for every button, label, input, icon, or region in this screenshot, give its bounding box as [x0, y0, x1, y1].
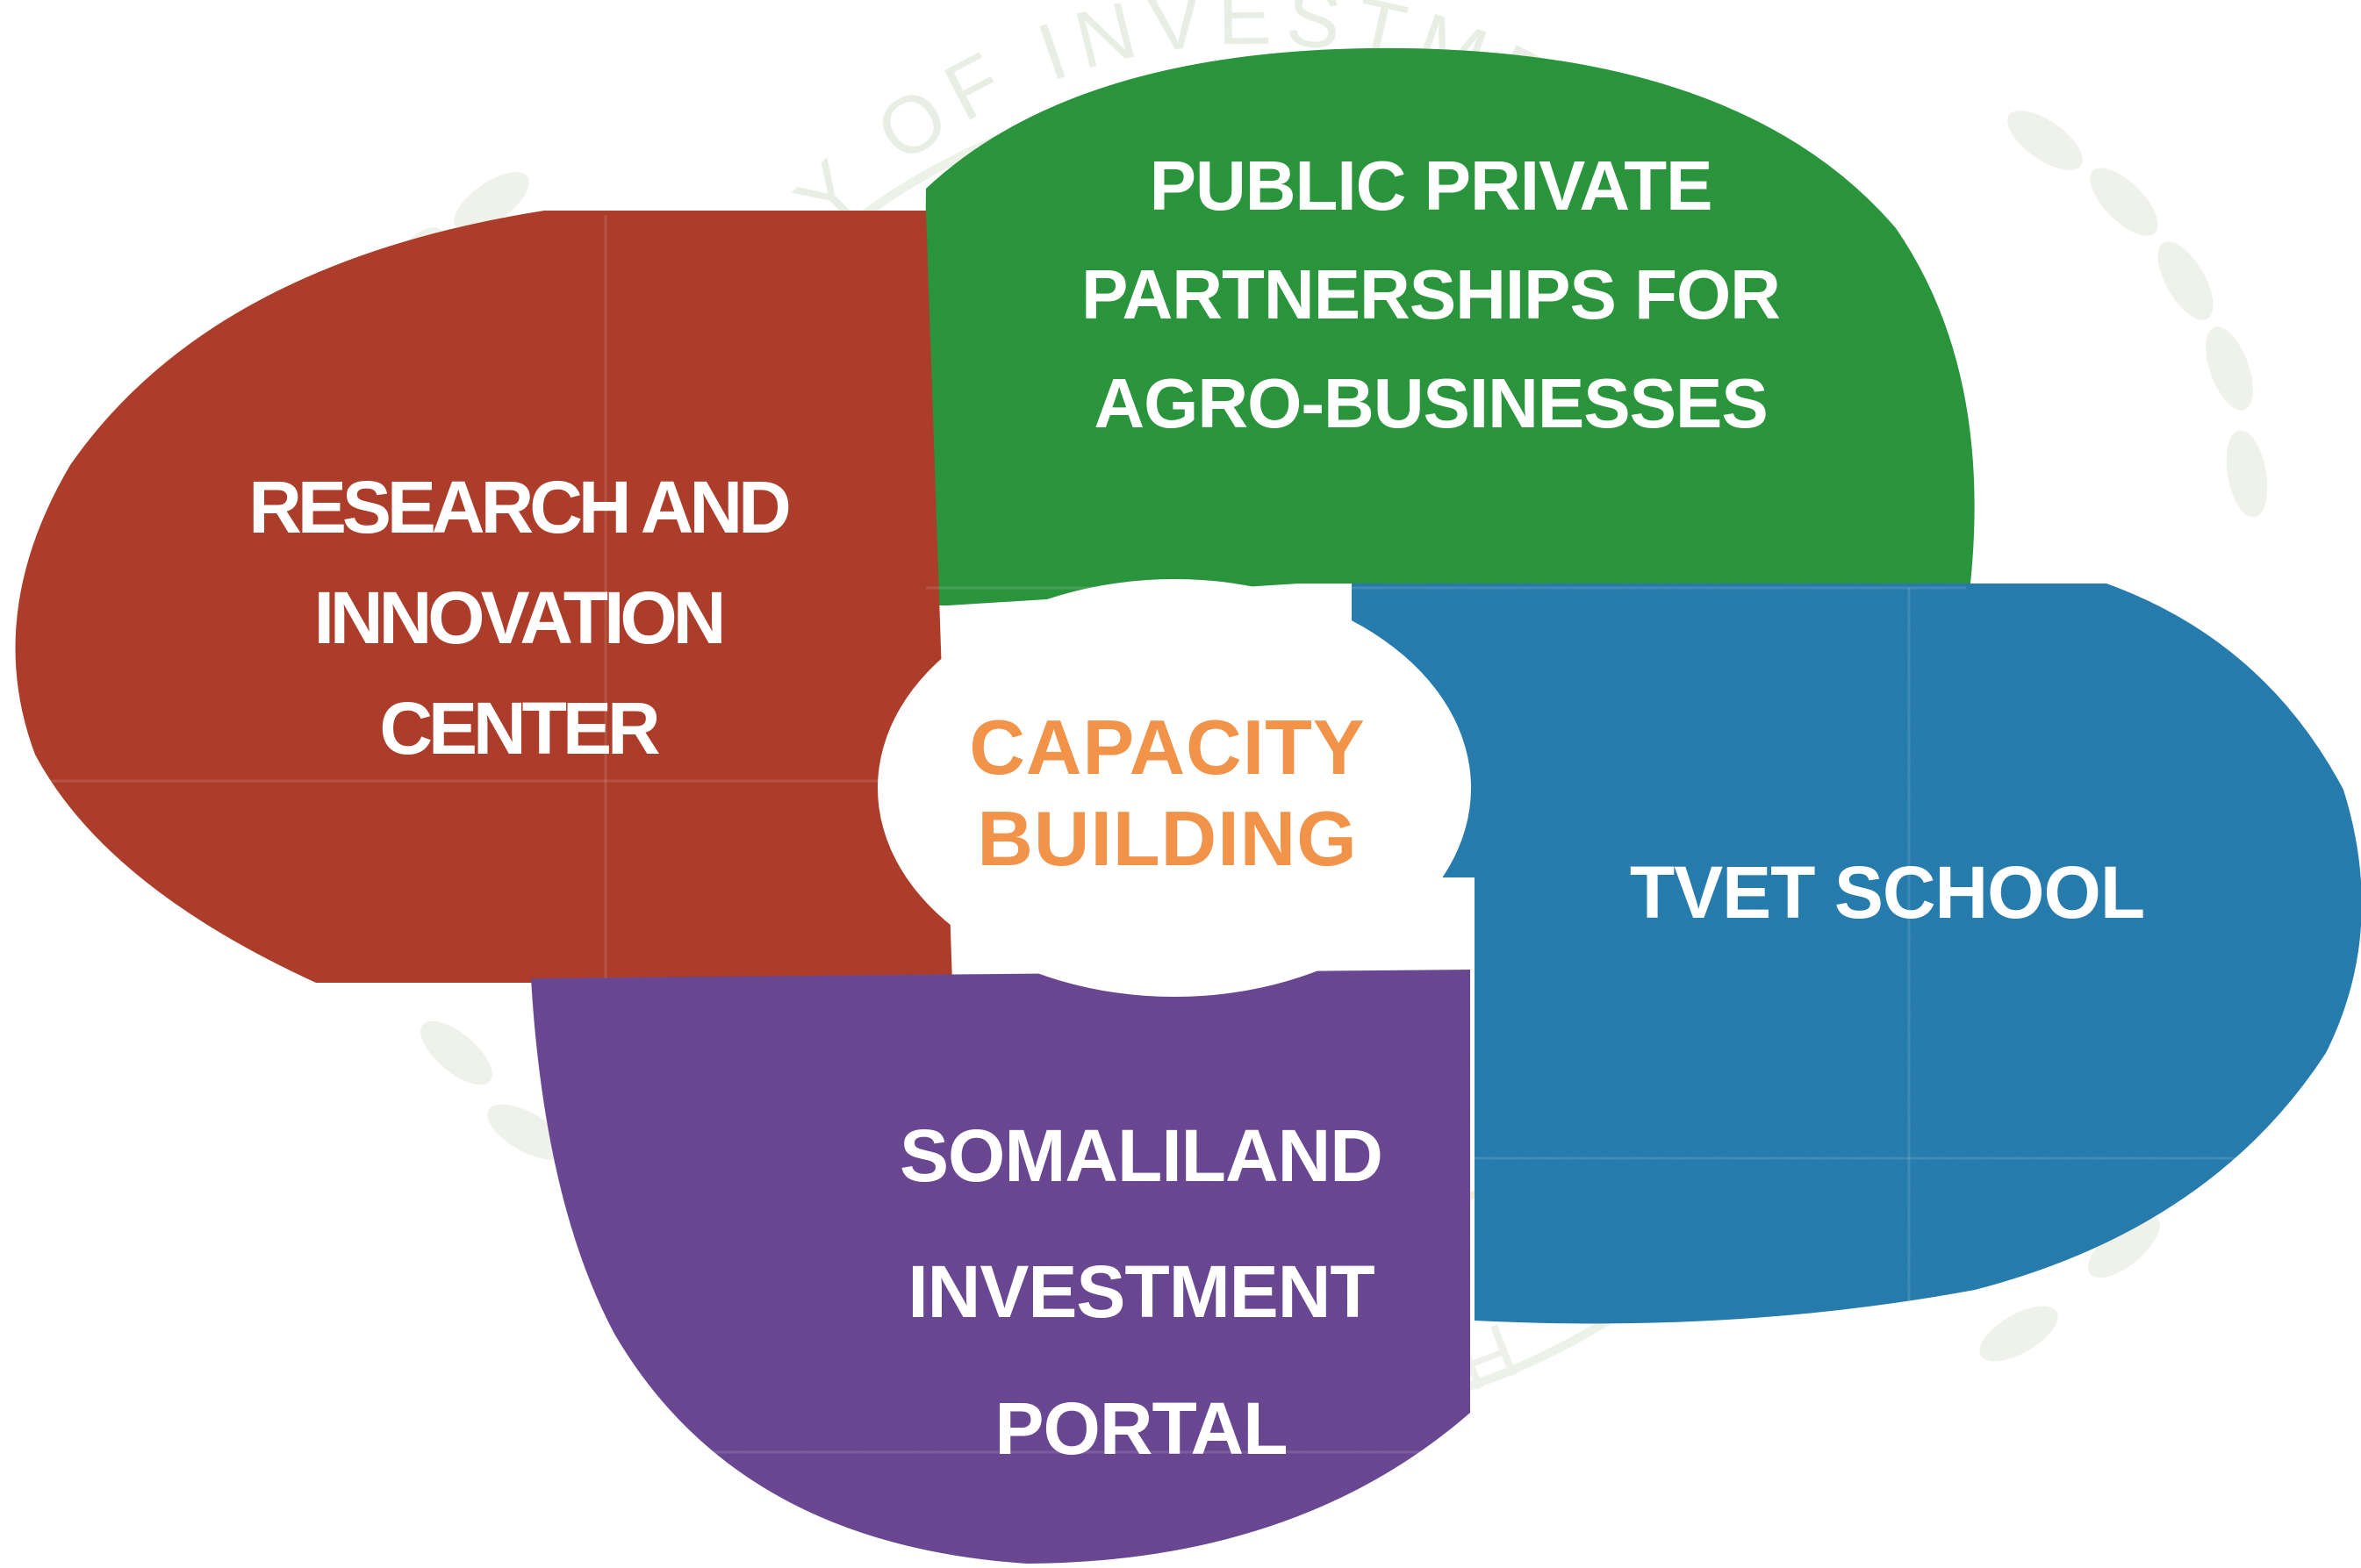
investment-portal-label: SOMALILAND INVESTMENT PORTAL — [900, 1114, 1383, 1470]
ppp-shape — [922, 47, 1975, 605]
tvet-school-label: TVET SCHOOL — [1629, 851, 2145, 934]
portal-shape — [531, 970, 1470, 1564]
public-private-partnerships-label: PUBLIC PRIVATE PARTNERSHIPS FOR AGRO-BUS… — [1081, 147, 1781, 442]
capacity-building-label: CAPACITY BUILDING — [969, 704, 1366, 882]
laurel-right-icon — [1979, 111, 2268, 1362]
research-innovation-label: RESEARCH AND INNOVATION CENTER — [248, 466, 792, 770]
research-shape — [15, 211, 952, 983]
tvet-shape — [1352, 584, 2361, 1324]
capacity-building-ellipse — [878, 579, 1471, 997]
